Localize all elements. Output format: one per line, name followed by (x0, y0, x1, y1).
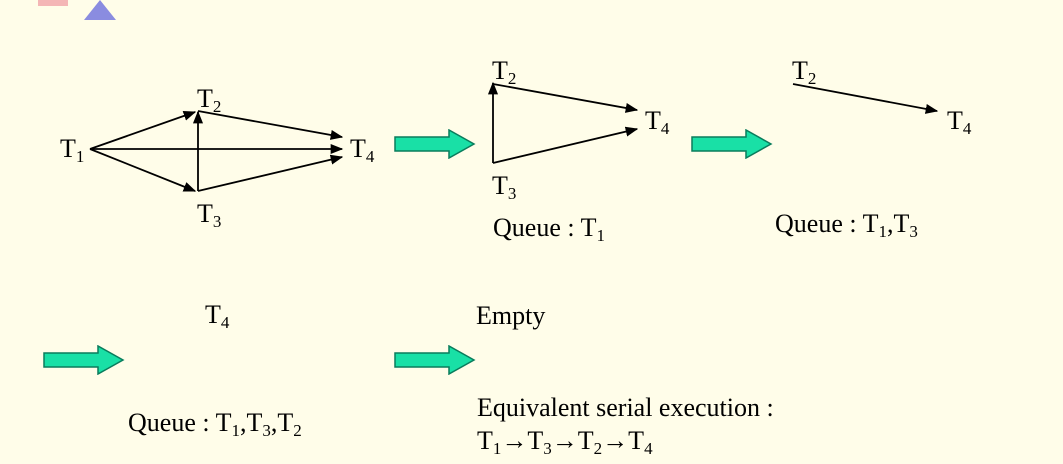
arrow-right-icon: → (602, 426, 629, 455)
node-t4: T4 (350, 134, 375, 166)
block-arrow-icon (691, 129, 773, 159)
serial-execution-order: T1→T3→T2→T4 (477, 426, 653, 458)
edge-t1-t3 (89, 148, 197, 192)
node-t4: T4 (645, 106, 670, 138)
queue-stage-4: Queue : T1,T3,T2 (128, 408, 302, 440)
empty-label: Empty (476, 301, 546, 330)
node-t4: T4 (947, 106, 972, 138)
arrow-right-icon: → (551, 426, 578, 455)
block-arrow-icon (394, 345, 476, 375)
node-t4: T4 (205, 300, 230, 332)
block-arrow-icon (394, 129, 476, 159)
block-arrow-icon (43, 345, 125, 375)
node-t3: T3 (197, 199, 222, 231)
edge-t2-t4 (197, 110, 344, 140)
edge-t3-t4 (492, 126, 639, 164)
node-t2: T2 (197, 84, 222, 116)
node-t2: T2 (492, 56, 517, 88)
edge-t2-t4 (492, 83, 639, 113)
corner-logo-icon (38, 0, 116, 20)
node-t1: T1 (60, 134, 85, 166)
edge-t3-t4 (197, 154, 344, 192)
node-t3: T3 (492, 171, 517, 203)
serial-execution-title: Equivalent serial execution : (477, 393, 774, 422)
edge-t2-t4 (792, 83, 939, 114)
edge-t1-t2 (89, 111, 197, 150)
arrow-right-icon: → (501, 426, 528, 455)
queue-stage-3: Queue : T1,T3 (775, 209, 918, 241)
node-t2: T2 (792, 56, 817, 88)
queue-stage-2: Queue : T1 (493, 213, 606, 245)
